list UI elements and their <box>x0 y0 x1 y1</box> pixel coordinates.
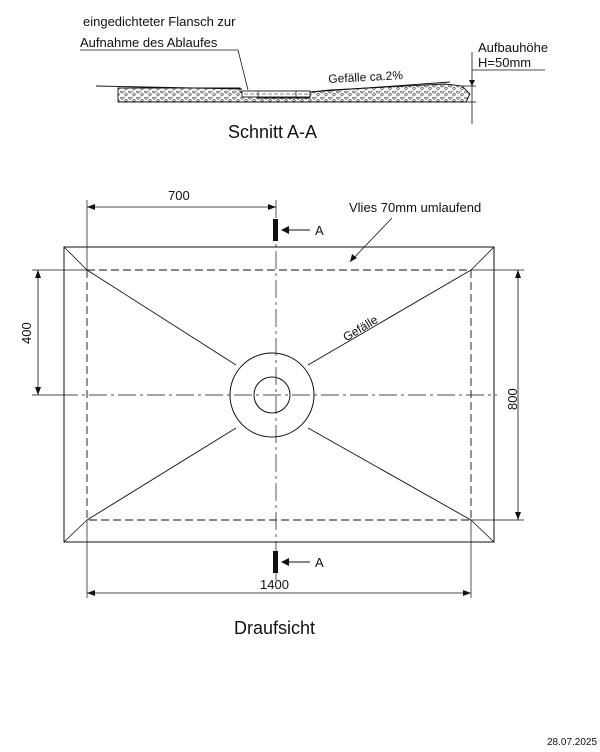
cut-arrowhead-bottom <box>281 558 289 566</box>
dim1400-arrow-l <box>87 590 95 596</box>
dim700-arrow-l <box>87 204 95 210</box>
flange-leader-diagonal <box>237 49 249 91</box>
cut-marker-top <box>273 219 278 241</box>
cut-marker-top-label: A <box>315 223 324 238</box>
footer-date: 28.07.2025 <box>547 737 598 748</box>
diag-tl <box>86 269 237 366</box>
diag-tr <box>307 269 472 366</box>
dim400-arrow-t <box>35 270 41 278</box>
cut-arrowhead-top <box>281 226 289 234</box>
dim700-arrow-r <box>268 204 276 210</box>
cut-marker-bottom-label: A <box>315 555 324 570</box>
section-top-right <box>309 81 451 93</box>
tray-outline <box>63 246 495 543</box>
section-top-left <box>95 85 243 90</box>
corner-line-tr <box>470 246 495 271</box>
height-value: H=50mm <box>478 55 532 70</box>
section-view <box>80 49 545 124</box>
corner-line-br <box>470 519 495 543</box>
dim1400-arrow-r <box>463 590 471 596</box>
cut-marker-bottom <box>273 551 278 573</box>
section-title: Schnitt A-A <box>228 122 318 142</box>
plan-title: Draufsicht <box>234 618 316 638</box>
fleece-label: Vlies 70mm umlaufend <box>349 200 482 215</box>
dim800-arrow-b <box>515 512 521 520</box>
corner-line-tl <box>63 246 88 271</box>
section-slope-label: Gefälle ca.2% <box>327 68 404 86</box>
dim400-arrow-b <box>35 387 41 395</box>
flange-label-line1: eingedichteter Flansch zur <box>83 14 236 29</box>
height-label: Aufbauhöhe <box>478 40 549 55</box>
dim-1400-label: 1400 <box>260 577 289 592</box>
plan-view <box>32 200 524 598</box>
diag-br <box>307 427 472 521</box>
fleece-leader-arrow <box>350 254 357 262</box>
drain-inner-ring <box>253 376 291 414</box>
height-arrow <box>469 80 475 86</box>
dim-400-label: 400 <box>19 322 34 344</box>
dim-800-label: 800 <box>505 388 520 410</box>
corner-line-bl <box>63 519 88 543</box>
fleece-leader <box>349 217 393 263</box>
dim-700-label: 700 <box>168 188 190 203</box>
diag-bl <box>86 427 237 521</box>
flange-label-line2: Aufnahme des Ablaufes <box>80 35 218 50</box>
dim800-arrow-t <box>515 270 521 278</box>
